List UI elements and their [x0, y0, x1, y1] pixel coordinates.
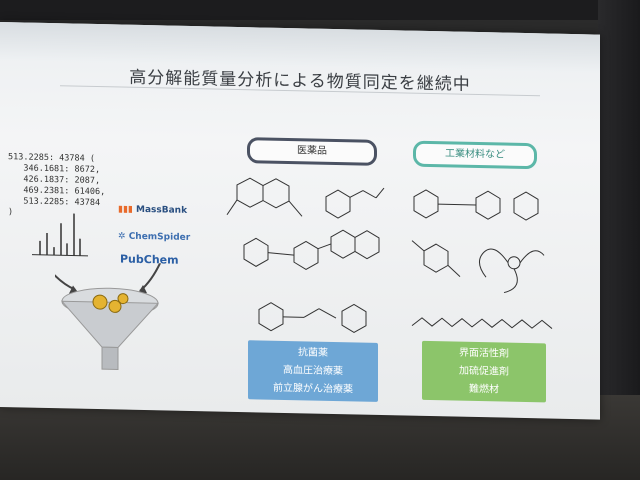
pharma-uses-box: 抗菌薬 高血圧治療薬 前立腺がん治療薬 [248, 340, 378, 402]
molecule-structure-icon [258, 302, 367, 333]
spider-icon: ✲ [118, 231, 126, 242]
funnel-icon [55, 261, 166, 370]
molecule-structure-icon [325, 187, 385, 219]
industrial-use-item: 難燃材 [469, 383, 499, 396]
pharma-category-label: 医薬品 [247, 137, 377, 166]
mass-spectrum-icon [32, 213, 88, 257]
pharma-use-item: 前立腺がん治療薬 [273, 382, 353, 396]
bar-chart-icon: ▮▮▮ [118, 204, 133, 215]
molecule-structure-icon [411, 240, 545, 294]
molecule-structure-icon [226, 177, 303, 217]
projection-screen: 高分解能質量分析による物質同定を継続中 513.2285: 43784 ( 34… [0, 22, 600, 420]
molecule-structure-icon [413, 189, 539, 221]
industrial-category-label: 工業材料など [413, 140, 537, 170]
industrial-uses-box: 界面活性剤 加硫促進剤 難燃材 [422, 340, 546, 403]
massbank-logo: ▮▮▮ MassBank [118, 204, 188, 216]
molecule-structure-icon [411, 317, 553, 329]
chemspider-logo: ✲ ChemSpider [118, 231, 191, 243]
ceiling [0, 0, 640, 20]
molecule-structure-icon [243, 229, 380, 270]
